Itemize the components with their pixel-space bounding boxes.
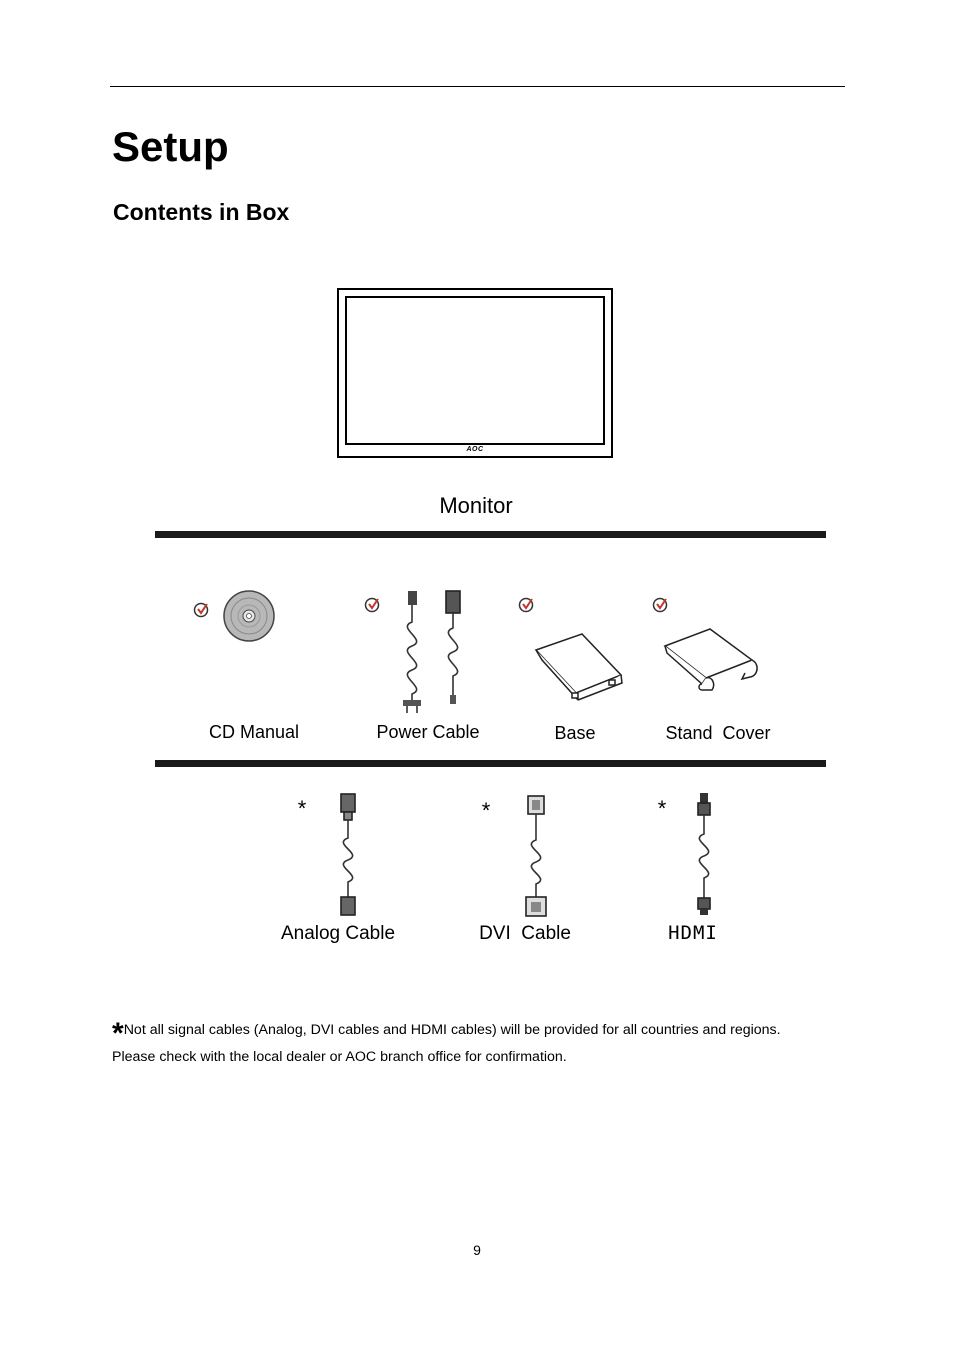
cable-label-hdmi: HDMI [668,922,718,944]
optional-marker: * [657,796,667,821]
check-icon [364,597,380,613]
hdmi-cable-icon [697,793,711,915]
note-line-1: *Not all signal cables (Analog, DVI cabl… [112,1018,781,1049]
divider-bar-middle [155,760,826,767]
section-title: Contents in Box [113,199,290,225]
cable-label-dvi: DVI Cable [479,923,571,944]
check-icon [193,602,209,618]
contents-figure [155,288,826,917]
check-icons [193,597,668,618]
analog-cable-icon [340,793,356,916]
power-cable-icon [403,590,461,713]
divider-bar-top [155,531,826,538]
cable-label-analog: Analog Cable [280,923,396,944]
page-title: Setup [112,123,229,170]
accessory-label-base: Base [554,723,596,743]
check-icon [652,597,668,613]
accessory-label-stand-cover: Stand Cover [665,723,771,743]
cd-icon [223,590,275,642]
note-line-2: Please check with the local dealer or AO… [112,1049,567,1065]
base-icon [534,633,623,701]
monitor-logo: AOC [466,446,484,453]
optional-marker: * [481,798,491,823]
accessory-label-cd-manual: CD Manual [208,722,300,742]
check-icon [518,597,534,613]
stand-cover-icon [663,628,758,691]
monitor-label: Monitor [439,493,513,518]
page-number: 9 [473,1242,481,1258]
optional-marker: * [297,796,307,821]
note-asterisk: * [112,1017,124,1050]
monitor-icon [337,288,613,458]
dvi-cable-icon [525,795,547,917]
accessory-label-power-cable: Power Cable [376,722,480,742]
note-text-1: Not all signal cables (Analog, DVI cable… [123,1022,781,1038]
header-rule [110,86,845,87]
